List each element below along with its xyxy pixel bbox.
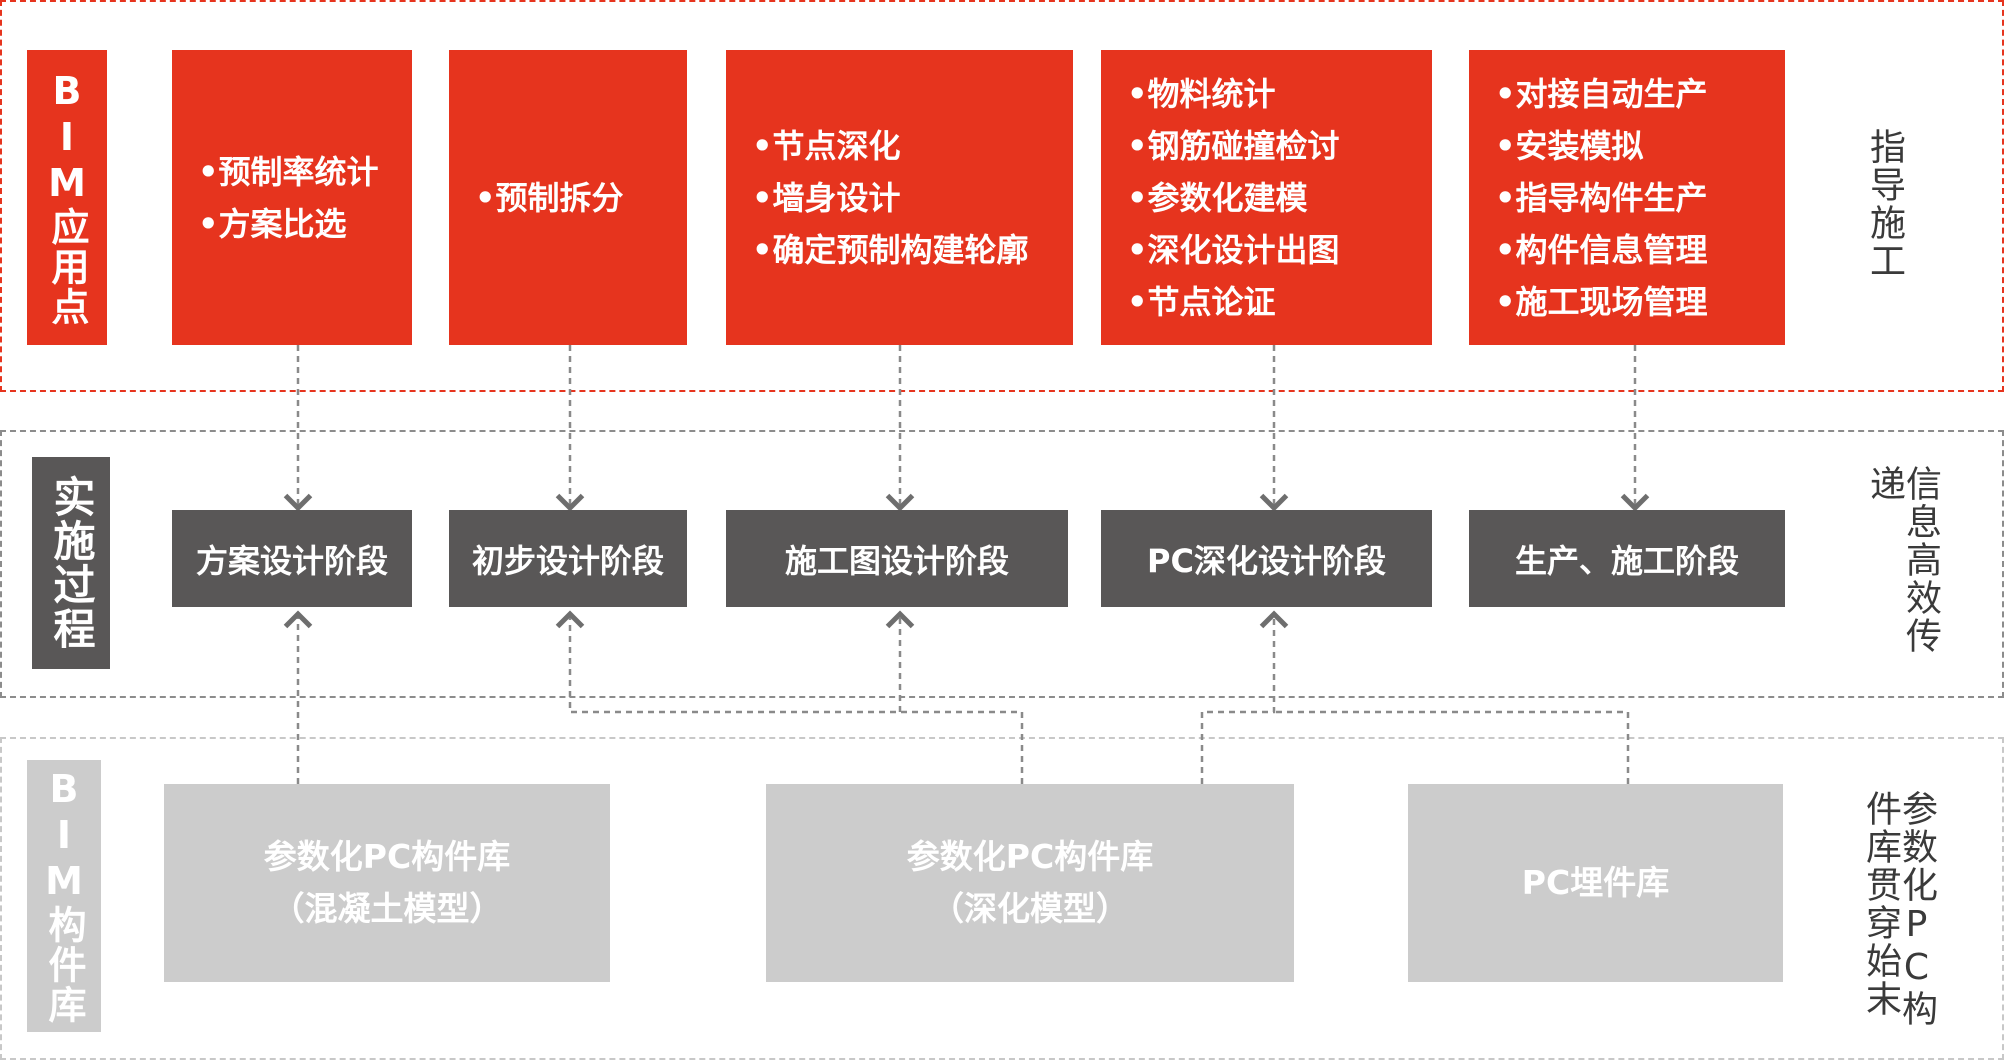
library-box-1: 参数化PC构件库 （混凝土模型） xyxy=(164,784,610,982)
bim-item: •安装模拟 xyxy=(1495,126,1644,165)
bim-box-1: •预制率统计 •方案比选 xyxy=(172,50,412,345)
bim-box-3: •节点深化 •墙身设计 •确定预制构建轮廓 xyxy=(726,50,1073,345)
bim-item: •施工现场管理 xyxy=(1495,282,1708,321)
bim-item: •方案比选 xyxy=(198,204,347,243)
bim-item: •确定预制构建轮廓 xyxy=(752,230,1029,269)
bim-item: •预制拆分 xyxy=(475,178,624,217)
bim-box-2: •预制拆分 xyxy=(449,50,687,345)
stage-box-4: PC深化设计阶段 xyxy=(1101,510,1432,607)
library-box-2: 参数化PC构件库 （深化模型） xyxy=(766,784,1294,982)
bim-application-band xyxy=(0,0,2004,392)
library-title: PC埋件库 xyxy=(1521,863,1670,902)
bim-box-4: •物料统计 •钢筋碰撞检讨 •参数化建模 •深化设计出图 •节点论证 xyxy=(1101,50,1432,345)
stage-box-1: 方案设计阶段 xyxy=(172,510,412,607)
stage-box-5: 生产、施工阶段 xyxy=(1469,510,1785,607)
library-box-3: PC埋件库 xyxy=(1408,784,1783,982)
side-note-library-throughout: 参数化PC构件库贯穿始末 xyxy=(1860,790,1937,1028)
library-title: 参数化PC构件库 xyxy=(906,837,1154,876)
section-label-bim-points: BIM应用点 xyxy=(27,50,107,345)
bim-item: •深化设计出图 xyxy=(1127,230,1340,269)
stage-box-3: 施工图设计阶段 xyxy=(726,510,1068,607)
section-label-library: BIM构件库 xyxy=(27,760,101,1032)
side-note-info-transfer: 信息高效传递 xyxy=(1864,465,1941,655)
bim-item: •节点深化 xyxy=(752,126,901,165)
library-subtitle: （深化模型） xyxy=(931,889,1129,928)
bim-item: •参数化建模 xyxy=(1127,178,1308,217)
bim-item: •节点论证 xyxy=(1127,282,1276,321)
bim-item: •钢筋碰撞检讨 xyxy=(1127,126,1340,165)
bim-item: •构件信息管理 xyxy=(1495,230,1708,269)
bim-box-5: •对接自动生产 •安装模拟 •指导构件生产 •构件信息管理 •施工现场管理 xyxy=(1469,50,1785,345)
library-subtitle: （混凝土模型） xyxy=(271,889,503,928)
stage-box-2: 初步设计阶段 xyxy=(449,510,687,607)
bim-item: •对接自动生产 xyxy=(1495,74,1708,113)
bim-item: •预制率统计 xyxy=(198,152,379,191)
library-title: 参数化PC构件库 xyxy=(263,837,511,876)
bim-item: •墙身设计 xyxy=(752,178,901,217)
bim-item: •指导构件生产 xyxy=(1495,178,1708,217)
section-label-process: 实施过程 xyxy=(32,457,110,669)
side-note-guide-construction: 指导施工 xyxy=(1864,128,1905,280)
bim-item: •物料统计 xyxy=(1127,74,1276,113)
